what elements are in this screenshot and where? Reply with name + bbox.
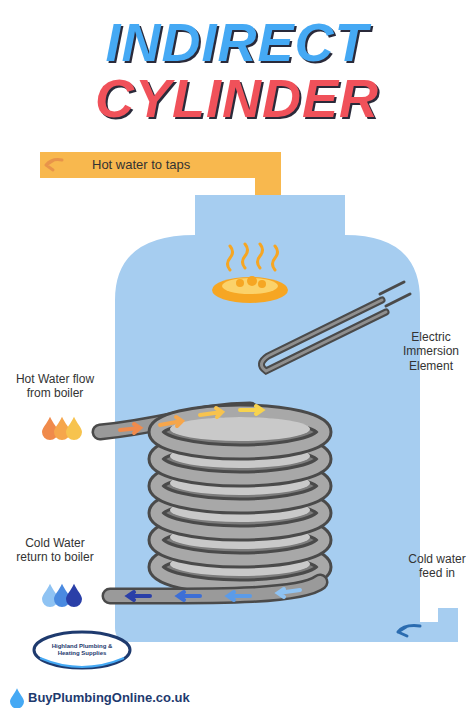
immersion-element <box>261 282 410 371</box>
part-label: Electric Immersion Element <box>394 330 468 373</box>
flow-arrow <box>398 626 420 636</box>
title: INDIRECT CYLINDER <box>57 14 417 126</box>
flow-label: Hot Water flow from boiler <box>10 372 100 401</box>
logo-text: Highland Plumbing & Heating Supplies <box>44 643 120 657</box>
cylinder-body <box>115 195 420 642</box>
title-box: INDIRECT CYLINDER <box>57 14 417 126</box>
hot-water-icon <box>212 244 288 303</box>
cold-feed-pipe <box>400 608 448 632</box>
company-logo <box>34 632 130 668</box>
flow-arrows <box>120 406 300 600</box>
coil-return-pipe <box>110 582 320 596</box>
heating-coil <box>100 410 324 587</box>
hot-droplets <box>42 417 82 440</box>
site-icon <box>10 688 24 708</box>
flow-label: Cold Water return to boiler <box>8 536 102 565</box>
pipe-label: Hot water to taps <box>92 157 262 173</box>
flow-arrow <box>46 160 62 170</box>
cold-droplets <box>42 584 82 607</box>
website-text: BuyPlumbingOnline.co.uk <box>28 690 248 706</box>
flow-label: Cold water feed in <box>406 552 468 581</box>
